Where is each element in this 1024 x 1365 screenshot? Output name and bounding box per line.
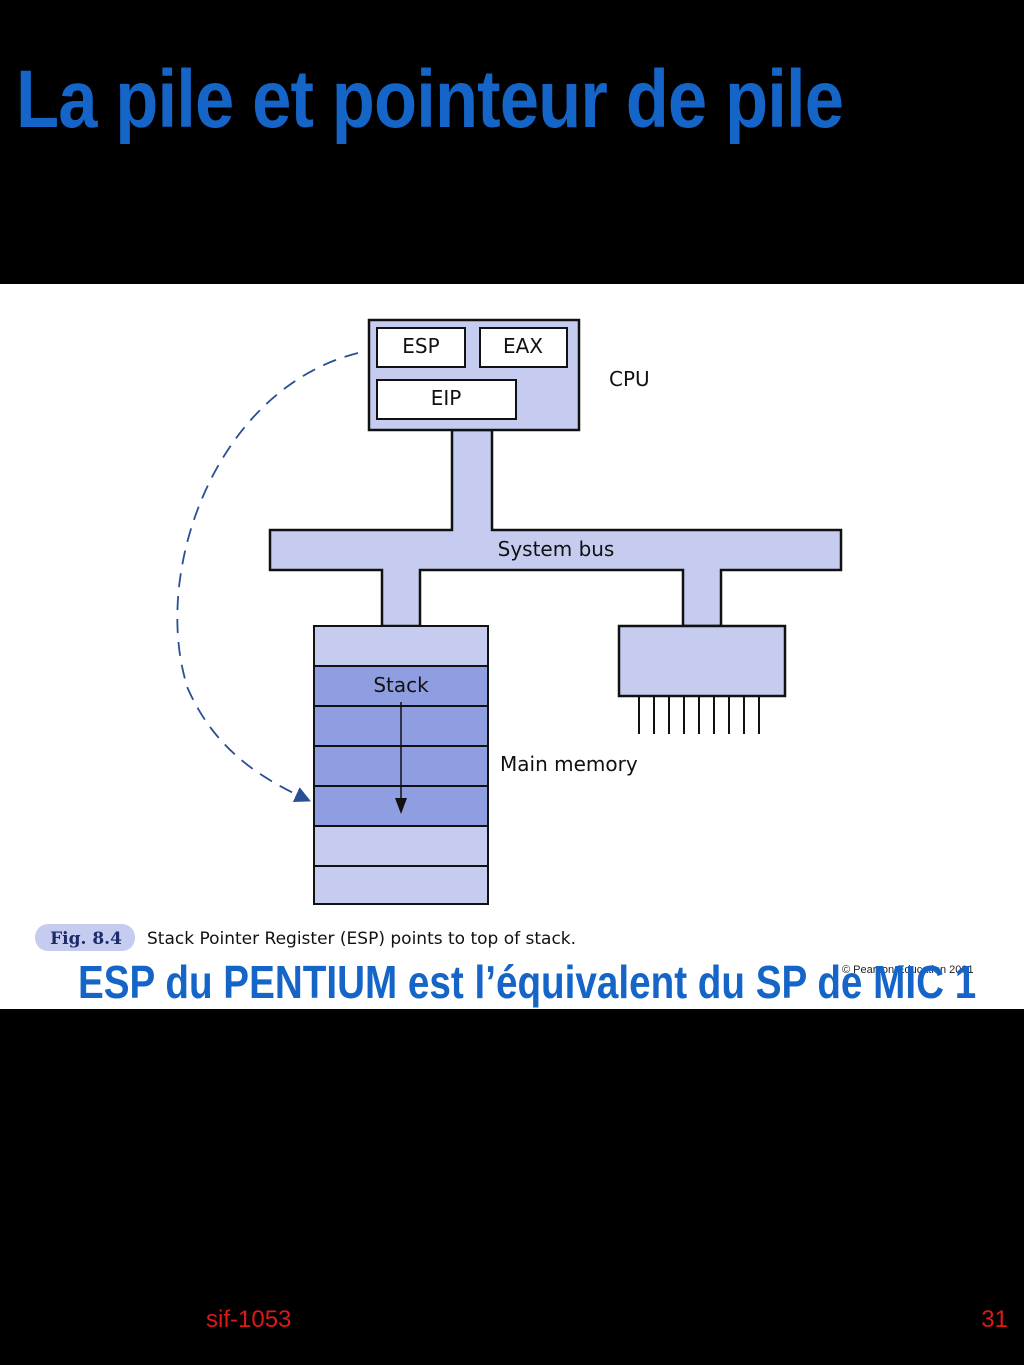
register-eax-label: EAX [503, 334, 543, 358]
system-bus-label: System bus [498, 537, 615, 561]
cpu-label: CPU [609, 367, 650, 391]
stack-growth-arrowhead [395, 798, 407, 814]
main-memory [313, 625, 489, 905]
io-pins [638, 696, 760, 734]
memory-cell [313, 825, 489, 867]
figure-tag: Fig. 8.4 [50, 929, 122, 949]
figure-panel: ESP EAX EIP CPU System bus Stack Main me… [0, 284, 1024, 1009]
figure-caption: Stack Pointer Register (ESP) points to t… [147, 929, 576, 949]
memory-cell [313, 625, 489, 667]
main-memory-label: Main memory [500, 752, 638, 776]
register-eax [479, 327, 568, 368]
stack-label: Stack [373, 673, 429, 697]
bus-and-connectors [268, 428, 843, 628]
stack-cell [313, 665, 489, 707]
memory-cell [313, 865, 489, 905]
io-device [617, 624, 787, 698]
register-esp [376, 327, 466, 368]
copyright-note: © Pearson Education 2001 [842, 964, 974, 976]
figure-tag-badge [35, 924, 135, 951]
esp-pointer-arrow [176, 352, 359, 802]
register-esp-label: ESP [402, 334, 439, 358]
register-eip-label: EIP [431, 386, 462, 410]
statement-text: ESP du PENTIUM est l’équivalent du SP de… [78, 956, 977, 1008]
slide-title: La pile et pointeur de pile [16, 54, 844, 145]
footer-course: sif-1053 [206, 1306, 292, 1333]
register-eip [376, 379, 517, 420]
stack-pointer-diagram: ESP EAX EIP CPU System bus Stack Main me… [35, 318, 843, 951]
footer-page-number: 31 [981, 1306, 1008, 1333]
